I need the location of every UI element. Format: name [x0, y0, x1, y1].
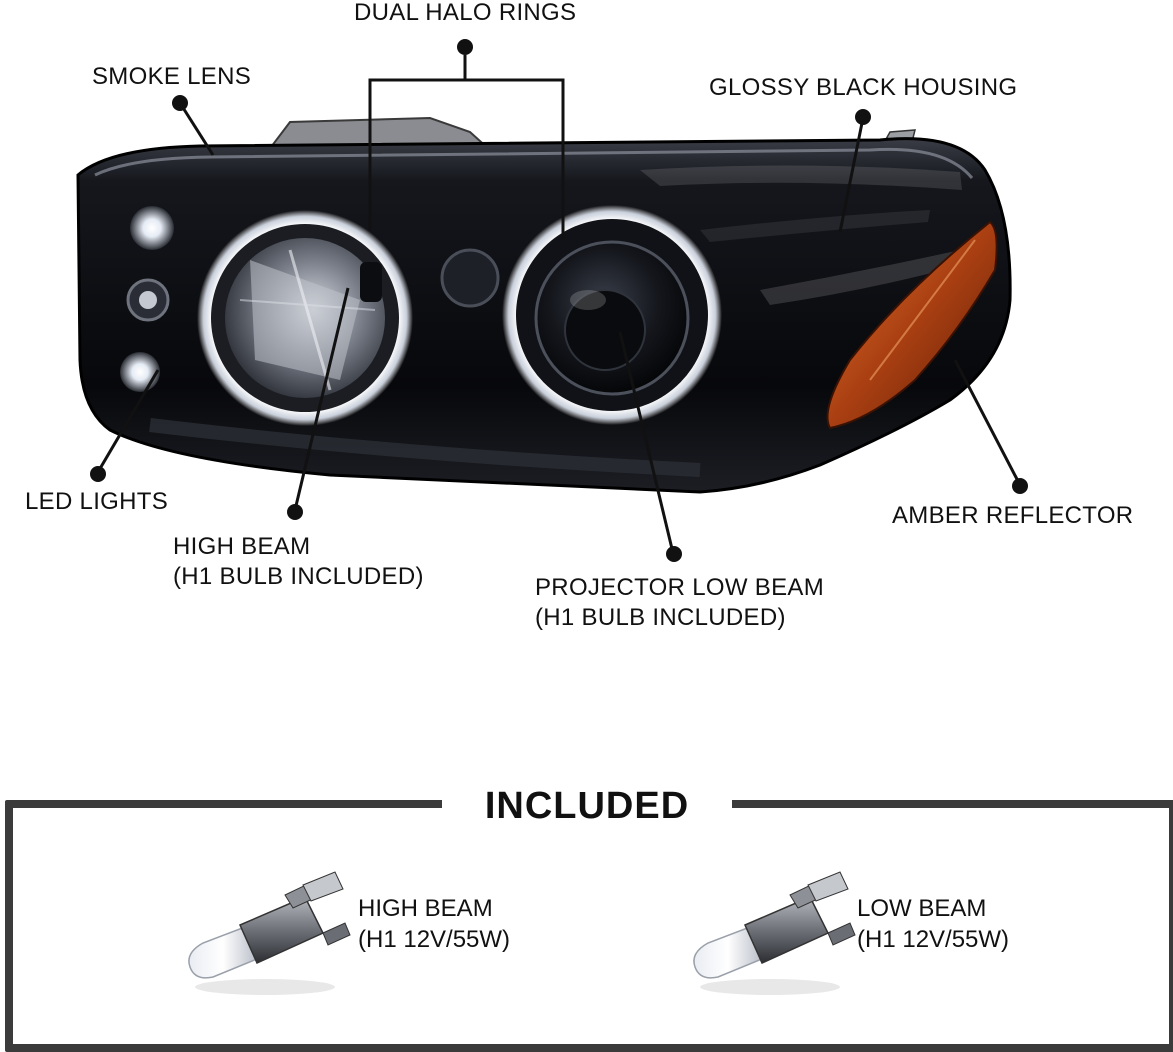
included-high-beam-title: HIGH BEAM: [358, 895, 493, 922]
included-low-beam-label: LOW BEAM (H1 12V/55W): [857, 893, 1009, 955]
callout-projector-note: (H1 BULB INCLUDED): [535, 604, 786, 631]
callout-projector-title: PROJECTOR LOW BEAM: [535, 574, 824, 601]
included-low-beam-spec: (H1 12V/55W): [857, 926, 1010, 953]
included-title: INCLUDED: [442, 780, 732, 832]
callout-projector-low-beam: PROJECTOR LOW BEAM (H1 BULB INCLUDED): [535, 573, 824, 633]
callout-amber-reflector: AMBER REFLECTOR: [892, 502, 1134, 529]
high-beam-assembly: [197, 210, 413, 426]
projector-assembly: [440, 205, 722, 425]
h1-bulb-icon: [188, 871, 351, 995]
included-high-beam-label: HIGH BEAM (H1 12V/55W): [358, 893, 510, 955]
h1-bulb-icon: [693, 871, 856, 995]
callout-glossy-black-housing: GLOSSY BLACK HOUSING: [709, 74, 1018, 101]
callout-high-beam-note: (H1 BULB INCLUDED): [173, 563, 424, 590]
included-high-beam-spec: (H1 12V/55W): [358, 926, 511, 953]
callout-dual-halo-rings: DUAL HALO RINGS: [354, 0, 577, 26]
callout-smoke-lens: SMOKE LENS: [92, 63, 252, 90]
callout-led-lights: LED LIGHTS: [25, 488, 169, 515]
included-low-beam-title: LOW BEAM: [857, 895, 987, 922]
callout-high-beam: HIGH BEAM (H1 BULB INCLUDED): [173, 532, 424, 592]
callout-leaders: [96, 55, 1022, 554]
callout-high-beam-title: HIGH BEAM: [173, 533, 311, 560]
callout-dots: [90, 39, 1028, 562]
